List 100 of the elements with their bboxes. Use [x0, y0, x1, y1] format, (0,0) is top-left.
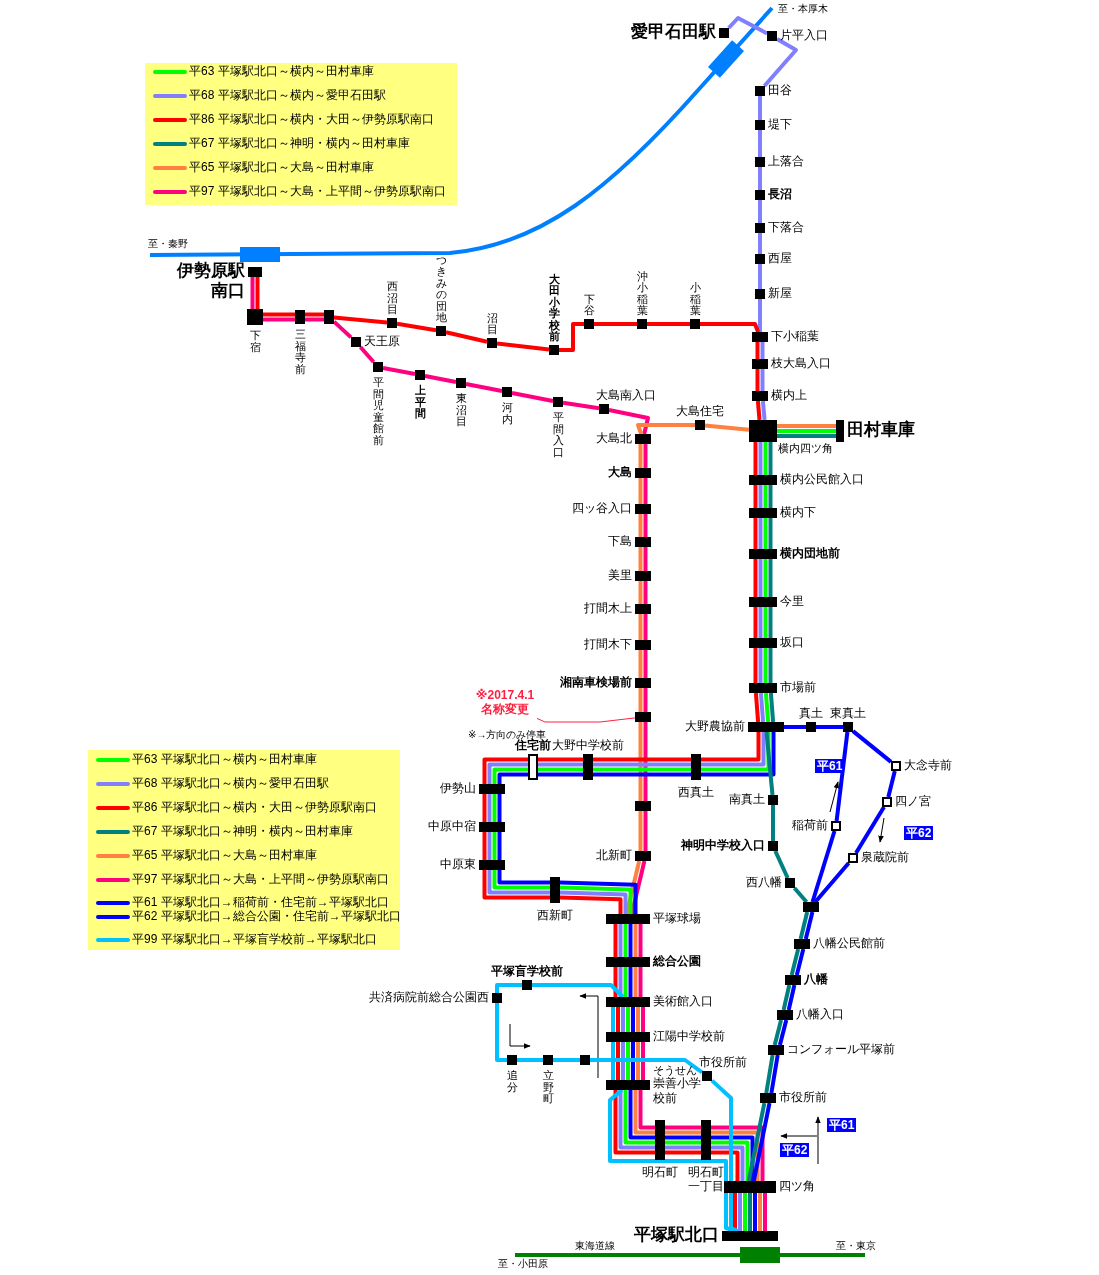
bus-route-line: [559, 322, 584, 352]
stop-name-label: 西屋: [768, 251, 792, 266]
bus-route-line: [758, 485, 763, 508]
bus-route-line: [638, 688, 643, 712]
bus-route-line: [794, 948, 806, 976]
bus-stop-marker: [755, 86, 765, 96]
bus-route-line: [643, 547, 648, 571]
bus-route-line: [755, 400, 762, 421]
bus-route-line: [445, 330, 488, 344]
stop-name-label: 湘南車検場前: [560, 675, 632, 690]
bus-stop-marker: [752, 359, 768, 369]
bus-stop-marker: [749, 475, 777, 485]
bus-stop-marker: [522, 980, 532, 990]
bus-route-line: [777, 1019, 789, 1046]
bus-route-line: [803, 911, 815, 940]
stop-name-label: 下小稲葉: [771, 329, 819, 344]
stop-name-label: 江陽中学校前: [653, 1029, 725, 1044]
legend-label: 平67 平塚駅北口～神明・横内～田村車庫: [132, 824, 353, 839]
stop-name-label: 西八幡: [746, 875, 782, 890]
bus-route-line: [263, 312, 295, 317]
bus-route-line: [643, 514, 648, 537]
stop-name-label: 中原東: [440, 857, 476, 872]
bus-stop-marker: [580, 1055, 590, 1065]
bus-route-line: [641, 1042, 645, 1080]
bus-stop-marker: [755, 289, 765, 299]
bus-stop-marker: [635, 571, 651, 581]
bus-stop-marker: [749, 508, 777, 518]
stop-name-label: 八幡入口: [796, 1007, 844, 1022]
bus-route-line: [487, 832, 492, 860]
stop-name-label: 八幡公民館前: [813, 936, 885, 951]
bus-route-line: [643, 444, 648, 468]
bus-stop-marker: [635, 801, 651, 811]
bus-route-line: [594, 322, 637, 326]
bus-stop-marker: [848, 853, 858, 863]
stop-name-label: 共済病院前総合公園西: [369, 990, 489, 1005]
bus-route-line: [517, 1058, 543, 1062]
bus-route-line: [250, 277, 255, 309]
bus-route-line: [758, 442, 763, 475]
bus-route-line: [763, 559, 768, 597]
stop-name-label: 今里: [780, 594, 804, 609]
bus-stop-marker: [806, 722, 816, 732]
bus-route-line: [593, 772, 691, 777]
bus-route-line: [538, 767, 583, 772]
bus-route-line: [768, 648, 773, 683]
bus-stop-marker: [637, 319, 647, 329]
bus-route-line: [638, 514, 643, 537]
bus-route-line: [638, 547, 643, 571]
bus-route-line: [751, 1102, 772, 1182]
stop-name-label: 沼目: [486, 312, 498, 336]
bus-stop-marker: [479, 860, 505, 870]
bus-route-line: [618, 967, 623, 997]
legend-label: 平63 平塚駅北口～横内～田村車庫: [132, 752, 317, 767]
bus-route-line: [638, 581, 643, 604]
bus-route-line: [789, 948, 801, 976]
stop-name-label: 西新町: [537, 908, 573, 923]
stop-name-label: 稲荷前: [792, 818, 828, 833]
route-badge: 平61: [827, 1118, 857, 1133]
bus-route-line: [621, 1042, 625, 1080]
bus-route-line: [613, 967, 618, 997]
bus-route-line: [332, 320, 353, 339]
note-text: ※2017.4.1名称変更: [473, 689, 537, 719]
bus-route-line: [631, 1042, 635, 1080]
legend-label: 平99 平塚駅北口→平塚盲学校前→平塚駅北口: [132, 932, 377, 947]
bus-route-line: [636, 1007, 640, 1032]
bus-stop-marker: [635, 604, 651, 614]
bus-route-line: [665, 1145, 701, 1150]
stop-name-label: 平塚盲学校前: [491, 963, 563, 978]
stop-name-label: 北新町: [596, 848, 632, 863]
bus-route-line: [764, 1054, 775, 1094]
stop-name-label: 神明中学校入口: [681, 838, 765, 853]
bus-route-line: [748, 1193, 752, 1231]
stop-name-label: 打間木下: [584, 637, 632, 652]
stop-name-label: 堤下: [768, 117, 792, 132]
bus-route-line: [465, 382, 503, 393]
bus-stop-marker: [635, 678, 651, 688]
bus-stop-marker: [549, 345, 559, 355]
bus-stop-marker: [891, 761, 901, 771]
leader-line: [536, 717, 636, 723]
bus-route-line: [758, 607, 763, 638]
stop-name-label: 伊勢山: [440, 781, 476, 796]
stop-name-label: 田谷: [768, 83, 792, 98]
bus-route-line: [755, 369, 760, 391]
legend-label: 平68 平塚駅北口～横内～愛甲石田駅: [189, 88, 386, 103]
bus-route-line: [758, 299, 762, 332]
note-text: 至・秦野: [148, 238, 188, 250]
stop-name-label: 立野町: [542, 1070, 554, 1105]
bus-route-line: [611, 1042, 615, 1080]
bus-route-line: [665, 1130, 701, 1135]
bus-route-line: [792, 886, 809, 904]
bus-stop-marker: [755, 254, 765, 264]
bus-stop-marker: [690, 319, 700, 329]
bus-stop-marker: [719, 28, 729, 38]
legend-label: 平65 平塚駅北口～大島～田村車庫: [189, 160, 374, 175]
bus-route-line: [758, 233, 762, 254]
stop-name-label: 大野農協前: [685, 719, 745, 734]
station-name-label: 平塚駅北口: [634, 1224, 719, 1246]
bus-route-line: [495, 1003, 507, 1062]
bus-route-line: [758, 1193, 762, 1231]
bus-route-line: [753, 518, 758, 549]
stop-name-label: 美里: [608, 568, 632, 583]
